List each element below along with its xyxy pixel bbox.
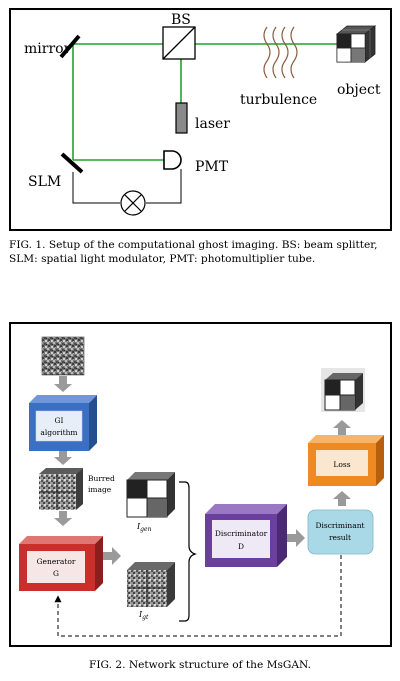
gi-label-2: algorithm [40,428,77,437]
pmt-label: PMT [195,159,229,175]
generator-block: Generator G [19,536,103,591]
discriminator-block: Discriminator D [205,504,287,567]
turbulence-label: turbulence [240,92,317,108]
blurred-label-2: image [88,485,112,494]
object-label: object [337,82,381,98]
laser-label: laser [195,116,230,132]
setup-diagram: mirror BS laser turbulence [24,12,381,216]
lamp-icon [120,190,146,216]
loss-label: Loss [333,460,350,469]
bs-label: BS [171,12,191,28]
mirror-icon [59,34,81,59]
speckle-image [41,336,85,376]
brace [179,481,197,622]
beam-splitter-icon [162,26,196,60]
pmt-icon [163,150,182,170]
figure-1-caption: FIG. 1. Setup of the computational ghost… [9,239,378,265]
mirror-label: mirror [24,41,71,57]
igt-cube-icon [127,562,175,607]
discriminant-result-block: Discriminant result [307,509,374,555]
generator-label-2: G [53,569,59,578]
signal-wire [72,169,182,204]
igen-label: Igen [136,522,152,533]
generator-label-1: Generator [37,557,76,566]
gi-label-1: GI [55,416,64,425]
discriminator-label-1: Discriminator [215,529,268,538]
loss-block: Loss [308,435,384,486]
output-cube-icon [321,368,365,412]
figure-2-caption: FIG. 2. Network structure of the MsGAN. [89,659,311,671]
igen-cube-icon [126,472,175,518]
network-diagram: GI algorithm Burred image Generator G [19,336,384,637]
igt-label: Igt [138,610,149,621]
result-label-2: result [329,533,351,542]
laser-icon [175,102,188,134]
gi-algorithm-block: GI algorithm [29,395,97,451]
result-label-1: Discriminant [315,521,364,530]
blurred-image-cube-icon [39,468,83,510]
discriminator-label-2: D [238,542,244,551]
turbulence-icon [263,26,298,79]
figure-2-network: GI algorithm Burred image Generator G [9,322,392,647]
object-cube-icon [335,25,377,63]
flow-arrows [54,376,351,565]
slm-icon [60,152,84,174]
figure-1-setup: mirror BS laser turbulence [9,8,392,231]
blurred-label-1: Burred [88,474,115,483]
slm-label: SLM [28,174,61,190]
